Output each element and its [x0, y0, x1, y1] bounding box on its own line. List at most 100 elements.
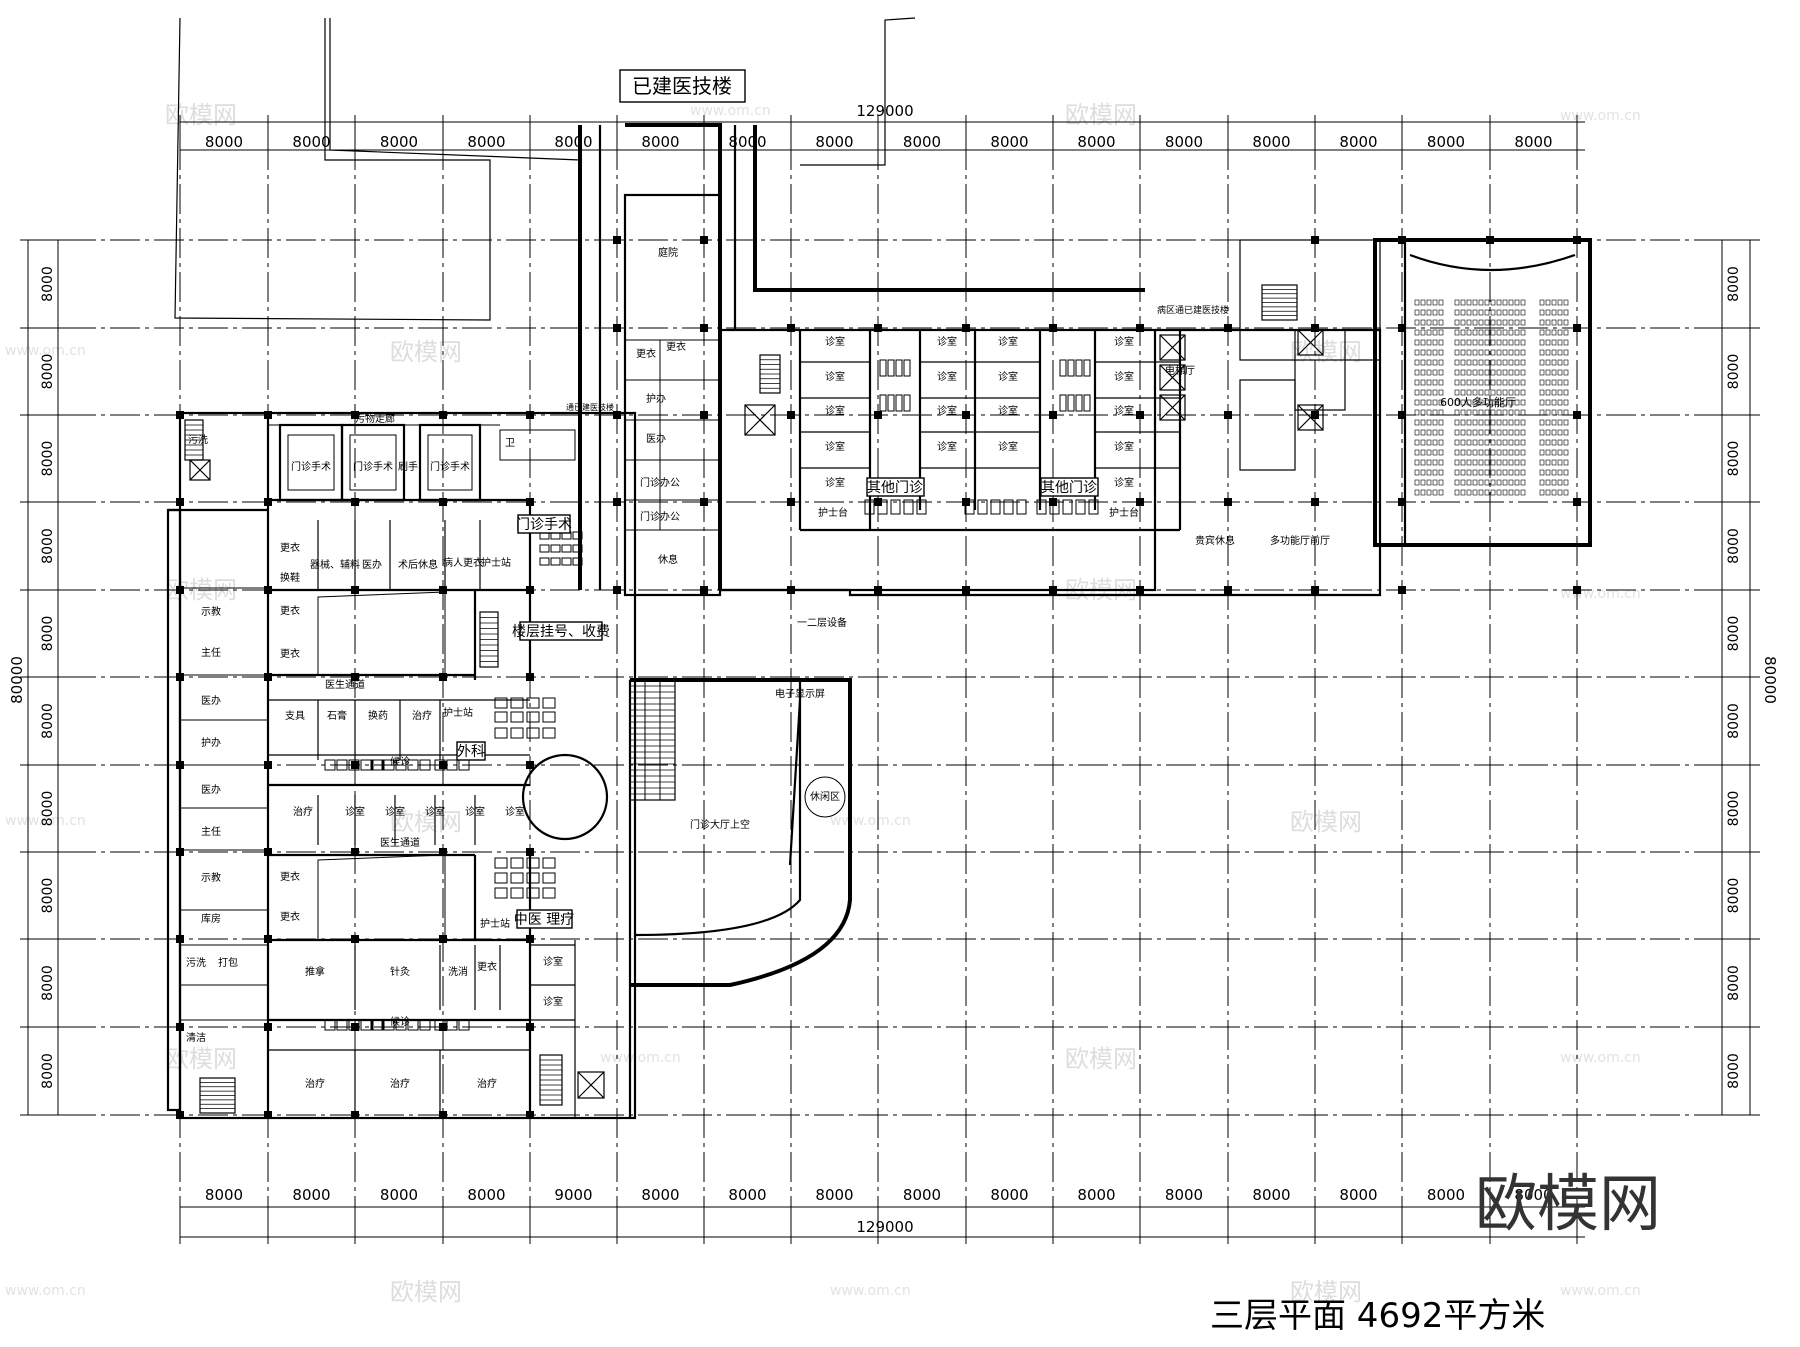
- bay-dimension-top: 8000: [205, 133, 243, 151]
- hall-seat: [1484, 399, 1490, 406]
- hall-seat: [1563, 429, 1569, 436]
- seat: [383, 1019, 395, 1031]
- column: [962, 324, 970, 332]
- bay-dimension-left: 8000: [40, 791, 56, 827]
- room-exam: 诊室: [825, 404, 845, 417]
- hall-seat: [1484, 429, 1490, 436]
- column: [613, 236, 621, 244]
- hall-seat: [1432, 409, 1438, 416]
- watermark-site: www.om.cn: [1560, 1283, 1641, 1299]
- hall-seat: [1414, 469, 1420, 476]
- bay-dimension-bottom: 8000: [1252, 1186, 1290, 1204]
- hall-seat: [1460, 369, 1466, 376]
- bay-dimension-bottom: 8000: [1427, 1186, 1465, 1204]
- hall-seat: [1557, 389, 1563, 396]
- dept-other-clinic: 其他门诊: [1041, 480, 1097, 496]
- hall-seat: [1472, 459, 1478, 466]
- column: [264, 411, 272, 419]
- column: [264, 848, 272, 856]
- hall-seat: [1490, 369, 1496, 376]
- column: [526, 673, 534, 681]
- existing-building-outline: [174, 17, 916, 360]
- column: [613, 586, 621, 594]
- room-patient-change: 病人更衣: [443, 556, 483, 569]
- hall-seat: [1496, 389, 1502, 396]
- hall-seat: [1432, 339, 1438, 346]
- rest-area-label: 休闲区: [810, 790, 840, 803]
- hall-seat: [1484, 459, 1490, 466]
- room-exam: 诊室: [937, 404, 957, 417]
- seat: [360, 759, 372, 771]
- bay-dimension-top: 8000: [380, 133, 418, 151]
- hall-seat: [1514, 479, 1520, 486]
- hall-seat: [1438, 449, 1444, 456]
- hall-seat: [1539, 419, 1545, 426]
- hall-seat: [1432, 429, 1438, 436]
- column: [1224, 498, 1232, 506]
- hall-seat: [1432, 359, 1438, 366]
- bay-dimension-right: 8000: [1726, 528, 1742, 564]
- room-director: 主任: [201, 825, 221, 838]
- seat: [419, 1019, 431, 1031]
- column: [1049, 586, 1057, 594]
- seat: [916, 499, 927, 515]
- hall-seat: [1557, 369, 1563, 376]
- room-pack: 打包: [218, 956, 238, 969]
- room-exam: 诊室: [998, 440, 1018, 453]
- hall-seat: [1502, 409, 1508, 416]
- hall-seat: [1508, 299, 1514, 306]
- column: [439, 498, 447, 506]
- column: [874, 586, 882, 594]
- column: [874, 498, 882, 506]
- screen-label: 电子显示屏: [775, 687, 825, 700]
- column: [1573, 498, 1581, 506]
- seat: [371, 1019, 383, 1031]
- column: [1398, 236, 1406, 244]
- hall-seat: [1563, 339, 1569, 346]
- room-exam: 诊室: [425, 805, 445, 818]
- hall-seat: [1454, 399, 1460, 406]
- room-exam: 诊室: [937, 370, 957, 383]
- hall-seat: [1514, 449, 1520, 456]
- hall-seat: [1426, 449, 1432, 456]
- hall-seat: [1502, 379, 1508, 386]
- hall-seat: [1539, 309, 1545, 316]
- room-nurse-station: 护士台: [818, 506, 848, 519]
- hall-seat: [1484, 379, 1490, 386]
- hall-seat: [1420, 439, 1426, 446]
- column: [264, 761, 272, 769]
- hall-seat: [1420, 409, 1426, 416]
- hall-seat: [1490, 359, 1496, 366]
- bay-dimension-right: 8000: [1726, 441, 1742, 477]
- watermark-site: www.om.cn: [1560, 108, 1641, 124]
- hall-seat: [1496, 489, 1502, 496]
- room-exam: 诊室: [937, 335, 957, 348]
- hall-seat: [1466, 449, 1472, 456]
- hall-seat: [1414, 319, 1420, 326]
- hall-seat: [1551, 439, 1557, 446]
- column: [264, 586, 272, 594]
- hall-seat: [1539, 479, 1545, 486]
- bay-dimension-right: 8000: [1726, 791, 1742, 827]
- hall-seat: [1557, 459, 1563, 466]
- hall-seat: [1478, 429, 1484, 436]
- column: [1486, 236, 1494, 244]
- hall-seat: [1478, 489, 1484, 496]
- dimension-ticks: [20, 115, 1758, 1244]
- hall-seat: [1466, 379, 1472, 386]
- room-surgery: 门诊手术: [430, 460, 470, 473]
- room-wash: 洗消: [448, 965, 468, 978]
- seat: [879, 359, 887, 377]
- bay-dimension-bottom: 8000: [728, 1186, 766, 1204]
- hall-seat: [1460, 419, 1466, 426]
- hall-seat: [1478, 359, 1484, 366]
- hall-seat: [1426, 459, 1432, 466]
- column: [264, 935, 272, 943]
- room-surgery: 门诊手术: [291, 460, 331, 473]
- bay-dimension-top: 8000: [641, 133, 679, 151]
- hall-seat: [1557, 349, 1563, 356]
- hall-seat: [1460, 379, 1466, 386]
- hall-seat: [1496, 379, 1502, 386]
- hall-seat: [1539, 339, 1545, 346]
